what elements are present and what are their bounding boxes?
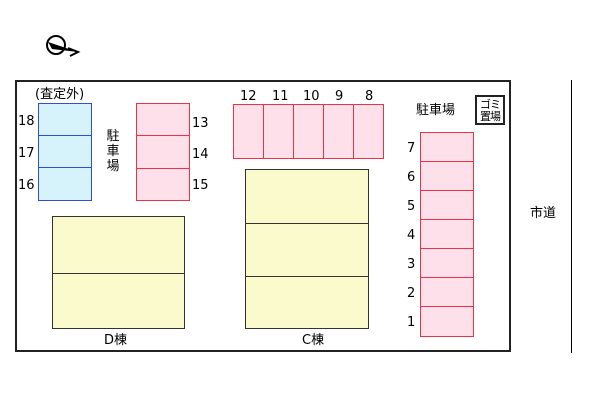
building-c-label: C棟	[302, 333, 325, 348]
space-number-1: 1	[407, 315, 416, 330]
outside-assessment-label: (査定外)	[35, 87, 85, 102]
parking-space-12	[233, 104, 264, 159]
garbage-area: ゴミ置場	[475, 95, 505, 125]
parking-label-right: 駐車場	[416, 103, 456, 118]
building-d-unit-divider	[53, 273, 184, 274]
parking-space-7	[420, 132, 474, 162]
parking-space-1	[420, 306, 474, 337]
parking-space-8	[353, 104, 384, 159]
parking-label-left: 駐車場	[106, 129, 122, 174]
parking-space-15	[136, 168, 190, 201]
space-number-10: 10	[303, 89, 320, 104]
compass-north-icon	[46, 35, 81, 57]
space-number-18: 18	[18, 114, 35, 129]
parking-space-6	[420, 161, 474, 191]
building-c-unit-divider	[246, 223, 368, 224]
space-number-13: 13	[192, 116, 209, 131]
parking-space-17	[38, 135, 92, 168]
site-boundary	[15, 80, 511, 352]
parking-space-14	[136, 135, 190, 169]
space-number-16: 16	[18, 178, 35, 193]
space-number-9: 9	[335, 89, 344, 104]
parking-space-10	[293, 104, 324, 159]
parking-space-13	[136, 103, 190, 136]
space-number-4: 4	[407, 228, 416, 243]
road-label: 市道	[530, 206, 557, 221]
space-number-8: 8	[365, 89, 374, 104]
parking-space-5	[420, 190, 474, 220]
space-number-6: 6	[407, 170, 416, 185]
space-number-14: 14	[192, 147, 209, 162]
space-number-17: 17	[18, 146, 35, 161]
parking-space-4	[420, 219, 474, 249]
space-number-5: 5	[407, 199, 416, 214]
building-c	[245, 169, 369, 329]
road-edge-line	[571, 80, 572, 353]
space-number-12: 12	[240, 89, 257, 104]
parking-space-9	[323, 104, 354, 159]
building-d-label: D棟	[104, 333, 128, 348]
parking-space-11	[263, 104, 294, 159]
building-c-unit-divider	[246, 276, 368, 277]
garbage-label: ゴミ置場	[480, 98, 501, 123]
space-number-11: 11	[272, 89, 289, 104]
parking-space-3	[420, 248, 474, 278]
space-number-3: 3	[407, 257, 416, 272]
space-number-2: 2	[407, 286, 416, 301]
space-number-15: 15	[192, 178, 209, 193]
parking-space-16	[38, 167, 92, 201]
parking-label-left-text: 駐車場	[106, 129, 120, 174]
space-number-7: 7	[407, 141, 416, 156]
parking-space-2	[420, 277, 474, 307]
building-d	[52, 216, 185, 329]
parking-space-18	[38, 103, 92, 136]
